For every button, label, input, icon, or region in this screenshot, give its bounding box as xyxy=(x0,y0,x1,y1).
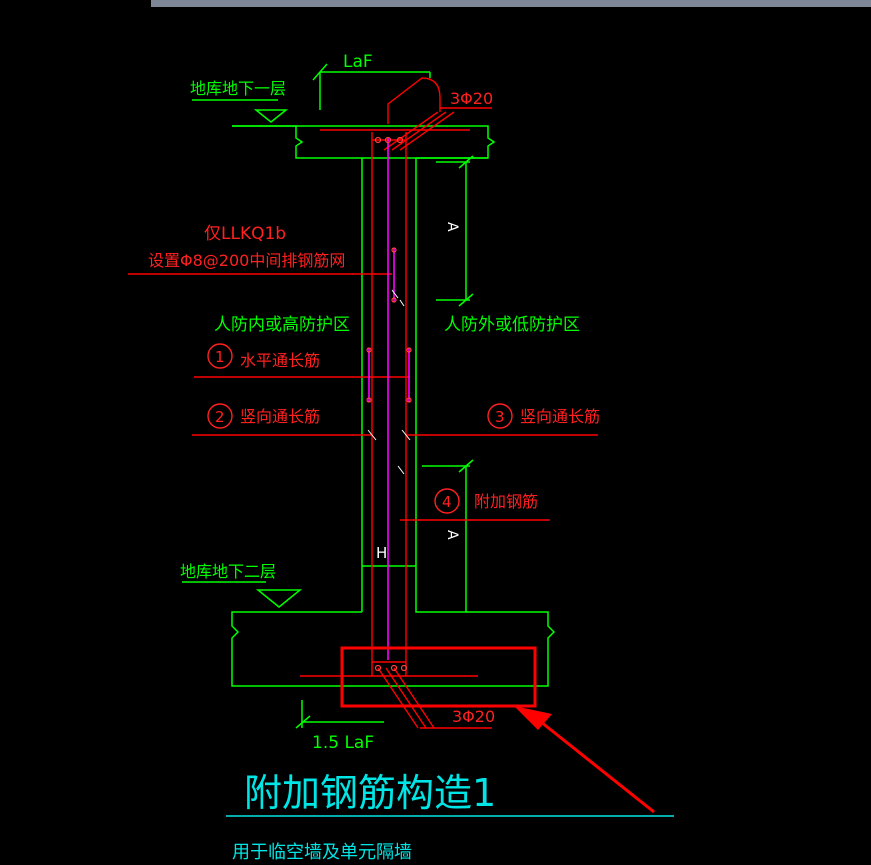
highlight-arrow xyxy=(514,706,655,814)
dim-h-label: H xyxy=(376,544,387,562)
dim-a-bottom-label: A xyxy=(444,530,460,540)
wall-note-label: 设置Φ8@200中间排钢筋网 xyxy=(148,251,345,270)
rebar-dots xyxy=(366,136,412,672)
callout-2-num: 2 xyxy=(215,408,225,426)
callout-3-num: 3 xyxy=(495,408,505,426)
callout-1-num: 1 xyxy=(215,348,225,366)
zone-outer-label: 人防外或低防护区 xyxy=(444,315,580,335)
callout-4-text: 附加钢筋 xyxy=(474,492,538,511)
callout-2-text: 竖向通长筋 xyxy=(240,407,320,426)
rebar-top-label: 3Φ20 xyxy=(450,89,493,108)
callout-circles xyxy=(207,343,513,514)
concrete-outline xyxy=(182,63,556,729)
tick-marks xyxy=(367,289,411,475)
callout-4-num: 4 xyxy=(442,493,452,511)
floor-b1-label: 地库地下一层 xyxy=(190,79,286,98)
callout-1-text: 水平通长筋 xyxy=(240,351,320,370)
wall-id-label: 仅LLKQ1b xyxy=(204,224,286,244)
dim-a-top-label: A xyxy=(444,222,460,232)
floor-b2-label: 地库地下二层 xyxy=(180,562,276,581)
drawing-title: 附加钢筋构造1 xyxy=(244,771,496,815)
zone-inner-label: 人防内或高防护区 xyxy=(214,315,350,335)
window-top-bar xyxy=(151,0,871,7)
highlight-box xyxy=(340,646,537,708)
laf-top-label: LaF xyxy=(343,52,373,72)
rebar-bottom-label: 3Φ20 xyxy=(452,707,495,726)
laf-bottom-label: 1.5 LaF xyxy=(312,733,374,753)
callout-3-text: 竖向通长筋 xyxy=(520,407,600,426)
drawing-subtitle: 用于临空墙及单元隔墙 xyxy=(232,842,412,863)
rebar-lines xyxy=(128,77,598,729)
middle-row-bar xyxy=(368,138,410,660)
